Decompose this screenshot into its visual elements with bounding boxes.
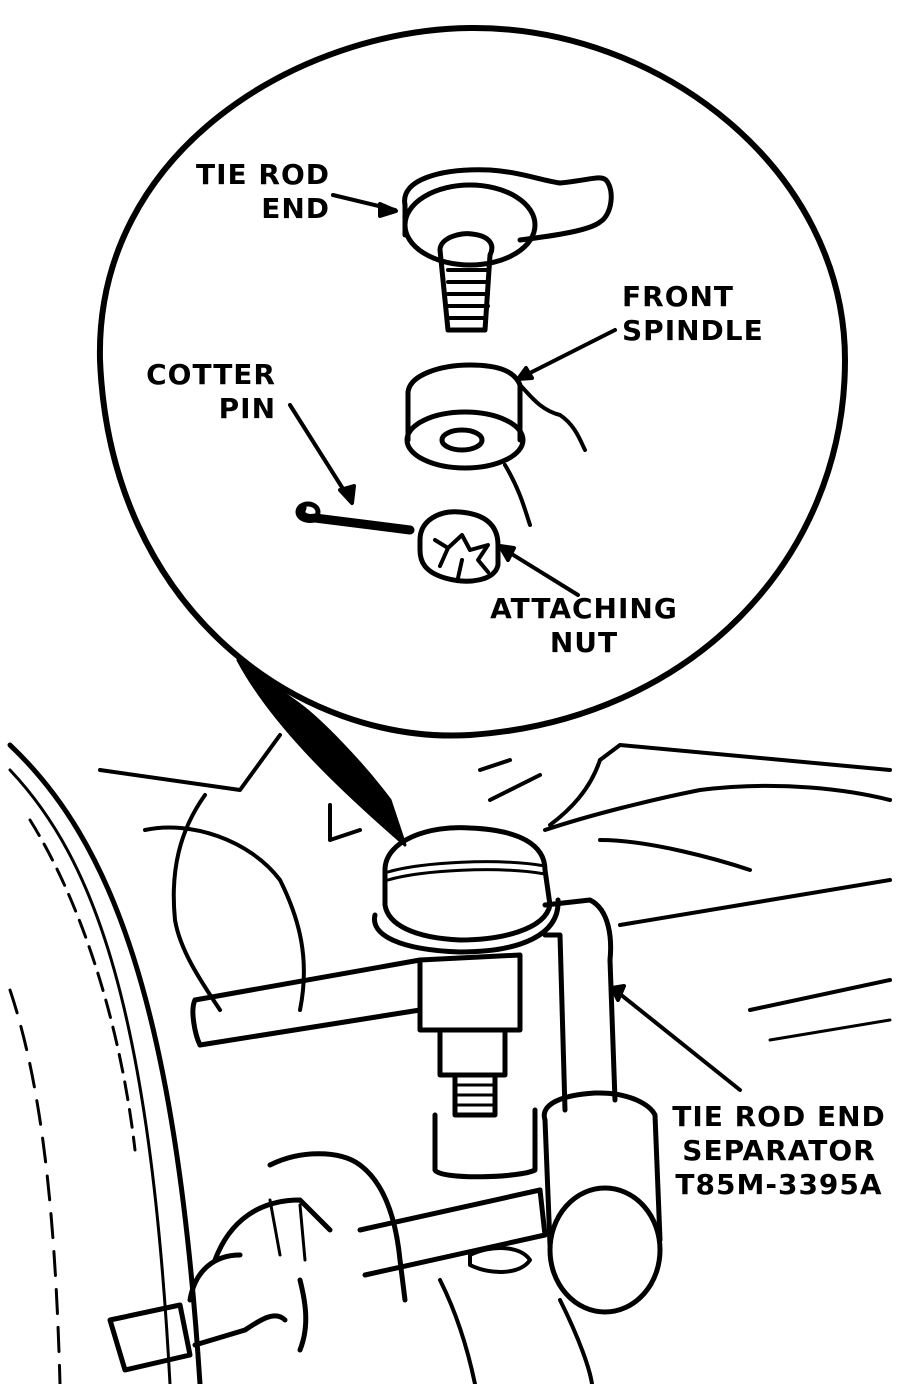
- label-attaching-nut: ATTACHING NUT: [484, 592, 684, 660]
- leader-arrows: [288, 193, 617, 597]
- hand-with-wrench: [107, 1151, 408, 1373]
- label-separator-tool: TIE ROD END SEPARATOR T85M-3395A: [664, 1100, 894, 1202]
- label-front-spindle-line2: SPINDLE: [622, 314, 764, 347]
- label-tie-rod-end-line2: END: [261, 192, 330, 225]
- cotter-pin-part: [295, 501, 415, 535]
- callout-pointer: [236, 658, 407, 847]
- label-cotter-pin: COTTER PIN: [130, 358, 276, 426]
- arrow-cotter-pin: [288, 403, 352, 502]
- label-cotter-pin-line2: PIN: [218, 392, 276, 425]
- detail-callout-circle: [96, 24, 848, 847]
- label-tie-rod-end: TIE ROD END: [180, 158, 330, 226]
- label-front-spindle: FRONT SPINDLE: [622, 280, 764, 348]
- label-front-spindle-line1: FRONT: [622, 280, 735, 313]
- tie-rod-end-part: [402, 167, 614, 333]
- chassis-lines: [98, 733, 892, 1384]
- label-separator-tool-line2: SEPARATOR: [682, 1134, 876, 1167]
- label-separator-tool-part-number: T85M-3395A: [675, 1168, 883, 1201]
- label-attaching-nut-line2: NUT: [549, 626, 619, 659]
- front-spindle-part: [404, 362, 587, 527]
- arrow-front-spindle: [518, 328, 617, 380]
- arrow-attaching-nut: [500, 546, 580, 597]
- label-attaching-nut-line1: ATTACHING: [490, 592, 678, 625]
- label-tie-rod-end-line1: TIE ROD: [196, 158, 330, 191]
- separator-leader-arrow: [610, 984, 742, 1092]
- separator-tool: [357, 897, 663, 1315]
- label-cotter-pin-line1: COTTER: [146, 358, 276, 391]
- wheel-arcs: [7, 742, 203, 1384]
- assembly-tie-rod-end: [190, 825, 561, 1118]
- attaching-nut-part: [417, 509, 501, 584]
- label-separator-tool-line1: TIE ROD END: [672, 1100, 886, 1133]
